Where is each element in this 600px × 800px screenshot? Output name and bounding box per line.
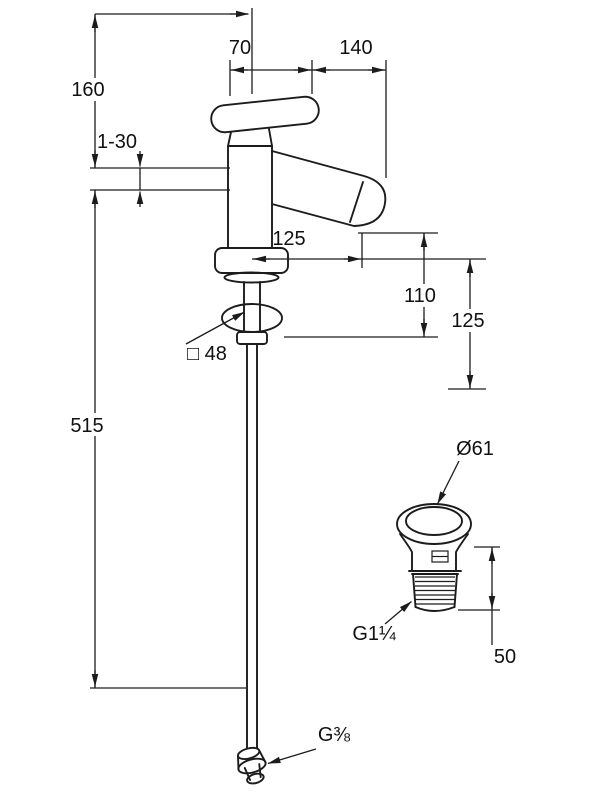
dim-label-125-spout: 125	[272, 228, 305, 250]
leader-drain-diameter	[436, 460, 460, 505]
dim-label-drain-diameter: Ø61	[456, 438, 494, 460]
dim-label-140: 140	[339, 37, 372, 59]
faucet-drawing	[210, 95, 387, 785]
dim-label-70: 70	[229, 37, 251, 59]
faucet-base-plate	[214, 247, 289, 274]
drain-dome	[405, 506, 463, 536]
drain-body	[399, 533, 469, 608]
dim-label-125-right: 125	[451, 310, 484, 332]
dim-label-50: 50	[494, 646, 516, 668]
drain-bottom-edge	[414, 606, 456, 612]
faucet-handle-joint	[227, 128, 273, 147]
dimension-lines	[90, 8, 500, 765]
faucet-body	[227, 145, 273, 249]
leader-drain-thread	[384, 601, 412, 625]
hose-end-fitting	[236, 746, 267, 785]
dim-label-supply-thread: G⅜	[318, 724, 351, 746]
dim-label-110: 110	[404, 285, 436, 307]
dim-label-515: 515	[70, 415, 103, 437]
supply-hose	[246, 343, 258, 749]
drain-thread	[415, 576, 455, 605]
faucet-spout	[271, 150, 387, 227]
leader-supply-thread	[267, 748, 317, 765]
mounting-shank	[243, 281, 261, 333]
mounting-washer	[221, 303, 283, 333]
dimension-labels: 160 1-30 70 140 125 110 125 □ 48 515 Ø61…	[63, 37, 516, 746]
faucet-handle	[210, 95, 320, 134]
leader-body-square	[185, 311, 245, 345]
mounting-nut	[236, 331, 268, 345]
dim-label-160: 160	[71, 79, 104, 101]
dim-label-square-48: □ 48	[187, 343, 227, 365]
drain-valve-drawing	[396, 503, 472, 612]
drain-flange	[396, 503, 472, 545]
dim-label-drain-thread: G1¼	[352, 623, 396, 645]
dim-label-1-30: 1-30	[97, 131, 137, 153]
base-gasket	[223, 271, 280, 284]
